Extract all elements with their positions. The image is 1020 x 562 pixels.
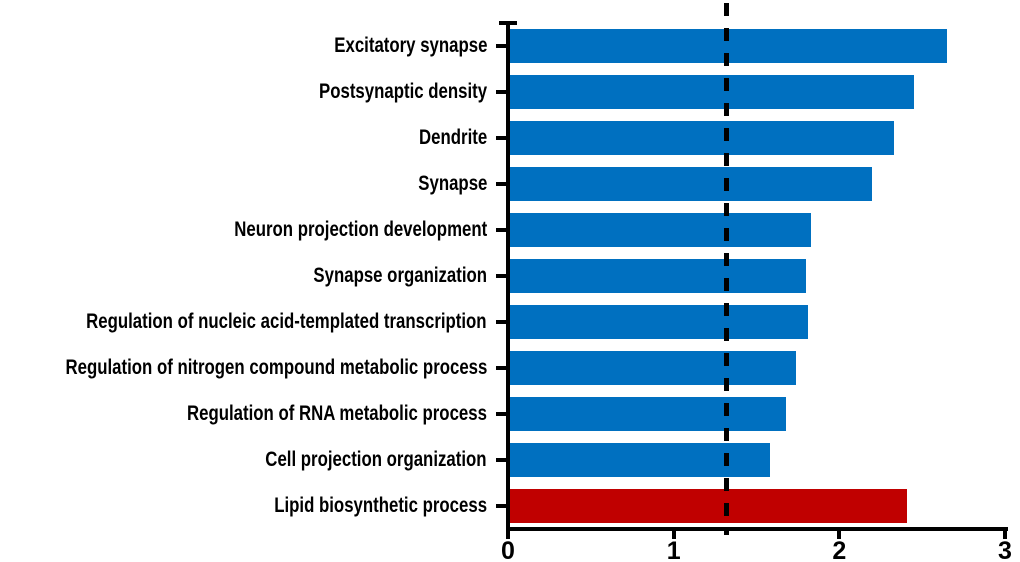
category-label: Regulation of nucleic acid-templated tra… bbox=[0, 299, 487, 345]
category-label: Lipid biosynthetic process bbox=[221, 483, 487, 529]
bar-lipid-biosynthetic-process bbox=[510, 489, 907, 523]
y-axis-tick bbox=[496, 44, 506, 48]
y-axis-tick bbox=[496, 274, 506, 278]
y-axis-top-cap bbox=[499, 21, 517, 25]
y-axis bbox=[506, 21, 510, 531]
category-label-text: Neuron projection development bbox=[234, 218, 487, 241]
bar-regulation-of-nitrogen-compound-metabolic-process bbox=[510, 351, 796, 385]
y-axis-tick bbox=[496, 320, 506, 324]
x-axis-tick bbox=[1003, 531, 1007, 539]
y-axis-tick bbox=[496, 90, 506, 94]
y-axis-tick bbox=[496, 366, 506, 370]
bar-cell-projection-organization bbox=[510, 443, 770, 477]
category-label-text: Cell projection organization bbox=[265, 448, 487, 471]
category-label: Neuron projection development bbox=[171, 207, 487, 253]
y-axis-tick bbox=[496, 136, 506, 140]
x-axis-tick-label: 1 bbox=[666, 537, 681, 562]
x-axis-tick-label: 2 bbox=[832, 537, 847, 562]
category-label: Excitatory synapse bbox=[296, 23, 487, 69]
threshold-dashed-line bbox=[724, 3, 730, 535]
x-axis bbox=[506, 527, 1008, 531]
category-label: Dendrite bbox=[402, 115, 487, 161]
bar-synapse bbox=[510, 167, 872, 201]
category-label: Synapse bbox=[401, 161, 487, 207]
category-label-text: Synapse bbox=[417, 172, 487, 195]
x-axis-tick-label: 3 bbox=[998, 537, 1012, 562]
bar-postsynaptic-density bbox=[510, 75, 914, 109]
category-label-text: Dendrite bbox=[418, 126, 487, 149]
category-label-text: Lipid biosynthetic process bbox=[274, 494, 487, 517]
category-label-text: Regulation of RNA metabolic process bbox=[187, 402, 487, 425]
y-axis-tick bbox=[496, 228, 506, 232]
category-label: Regulation of RNA metabolic process bbox=[112, 391, 487, 437]
y-axis-tick bbox=[496, 458, 506, 462]
category-label: Synapse organization bbox=[270, 253, 487, 299]
x-axis-tick bbox=[837, 531, 842, 539]
category-label-text: Postsynaptic density bbox=[318, 80, 487, 103]
x-axis-tick bbox=[671, 531, 676, 539]
category-label-text: Regulation of nitrogen compound metaboli… bbox=[65, 356, 487, 379]
category-label: Regulation of nitrogen compound metaboli… bbox=[0, 345, 487, 391]
bar-regulation-of-nucleic-acid-templated-transcription bbox=[510, 305, 808, 339]
x-axis-tick-label: 0 bbox=[501, 537, 515, 562]
bar-neuron-projection-development bbox=[510, 213, 811, 247]
y-axis-tick bbox=[496, 504, 506, 508]
y-axis-tick bbox=[496, 412, 506, 416]
bar-synapse-organization bbox=[510, 259, 806, 293]
category-label: Cell projection organization bbox=[210, 437, 487, 483]
category-label-text: Excitatory synapse bbox=[333, 34, 487, 57]
x-axis-tick bbox=[506, 531, 510, 539]
category-label: Postsynaptic density bbox=[277, 69, 487, 115]
bar-dendrite bbox=[510, 121, 894, 155]
category-label-text: Synapse organization bbox=[313, 264, 487, 287]
bar-regulation-of-rna-metabolic-process bbox=[510, 397, 786, 431]
y-axis-tick bbox=[496, 182, 506, 186]
category-label-text: Regulation of nucleic acid-templated tra… bbox=[86, 310, 487, 333]
